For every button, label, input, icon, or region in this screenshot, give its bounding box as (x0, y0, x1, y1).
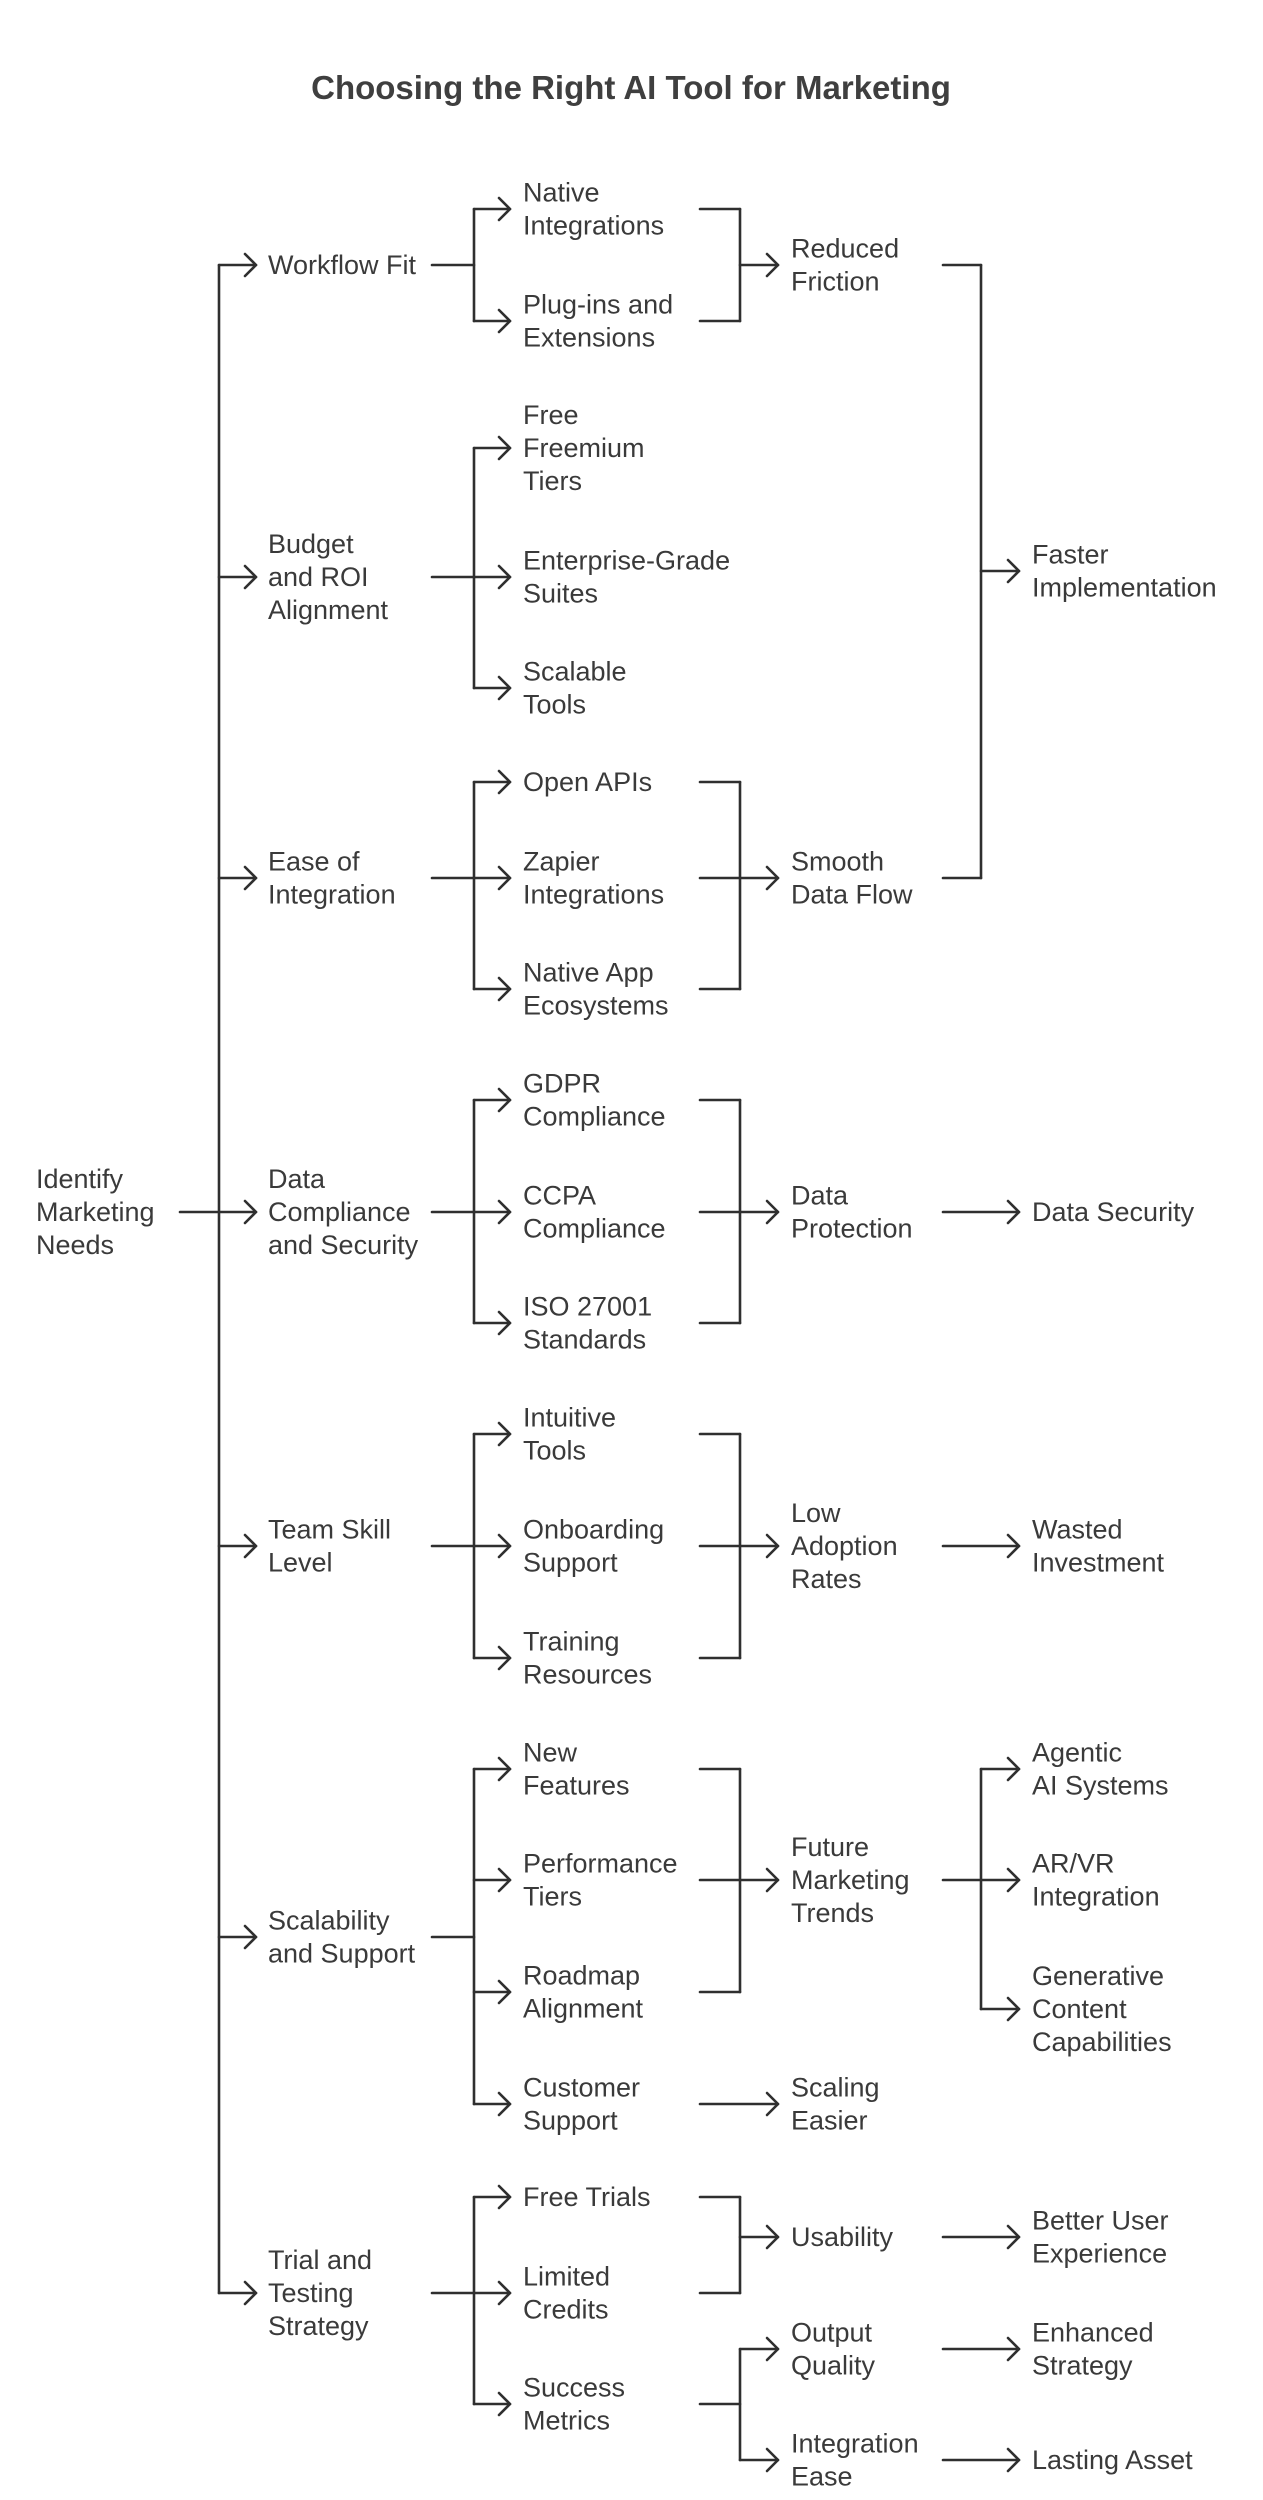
arrowhead (1006, 1533, 1021, 1559)
arrowhead (497, 435, 512, 461)
arrowhead (497, 1533, 512, 1559)
arrowhead (243, 1199, 258, 1225)
arrowhead (497, 308, 512, 334)
arrowhead (1006, 1199, 1021, 1225)
arrowhead (497, 1645, 512, 1671)
arrowhead (1006, 2447, 1021, 2473)
arrowhead (1006, 1867, 1021, 1893)
arrowhead (497, 1867, 512, 1893)
arrowhead (765, 2224, 780, 2250)
arrowhead (497, 865, 512, 891)
arrowhead (765, 1199, 780, 1225)
node-free-trials: Free Trials (523, 2182, 651, 2212)
arrowhead (1006, 1756, 1021, 1782)
arrowhead (497, 2391, 512, 2417)
arrowhead (497, 1310, 512, 1336)
arrowhead (497, 564, 512, 590)
arrowhead (243, 1533, 258, 1559)
arrowhead (1006, 2336, 1021, 2362)
node-workflow-fit: Workflow Fit (268, 250, 417, 280)
arrowhead (765, 865, 780, 891)
arrowhead (243, 252, 258, 278)
arrowhead (497, 2184, 512, 2210)
arrowhead (243, 564, 258, 590)
arrowhead (243, 2280, 258, 2306)
arrowhead (1006, 1996, 1021, 2022)
arrowhead (497, 2091, 512, 2117)
arrowhead (1006, 2224, 1021, 2250)
arrowhead (497, 976, 512, 1002)
arrowhead (765, 2336, 780, 2362)
arrowhead (765, 2447, 780, 2473)
arrowhead (765, 252, 780, 278)
arrowhead (497, 1421, 512, 1447)
arrowhead (243, 865, 258, 891)
node-lasting-asset: Lasting Asset (1032, 2445, 1193, 2475)
arrowhead (497, 1199, 512, 1225)
arrowhead (497, 1756, 512, 1782)
arrowhead (497, 769, 512, 795)
arrowhead (497, 1087, 512, 1113)
arrowhead (497, 2280, 512, 2306)
arrowhead (497, 196, 512, 222)
arrowhead (765, 1867, 780, 1893)
arrowhead (1006, 558, 1021, 584)
node-usability: Usability (791, 2222, 894, 2252)
node-data-security: Data Security (1032, 1197, 1195, 1227)
arrowhead (765, 1533, 780, 1559)
arrowhead (497, 675, 512, 701)
arrowhead (243, 1924, 258, 1950)
connectors (178, 196, 1021, 2473)
arrowhead (497, 1979, 512, 2005)
node-open-apis: Open APIs (523, 767, 652, 797)
diagram-title: Choosing the Right AI Tool for Marketing (311, 69, 951, 106)
arrowhead (765, 2091, 780, 2117)
